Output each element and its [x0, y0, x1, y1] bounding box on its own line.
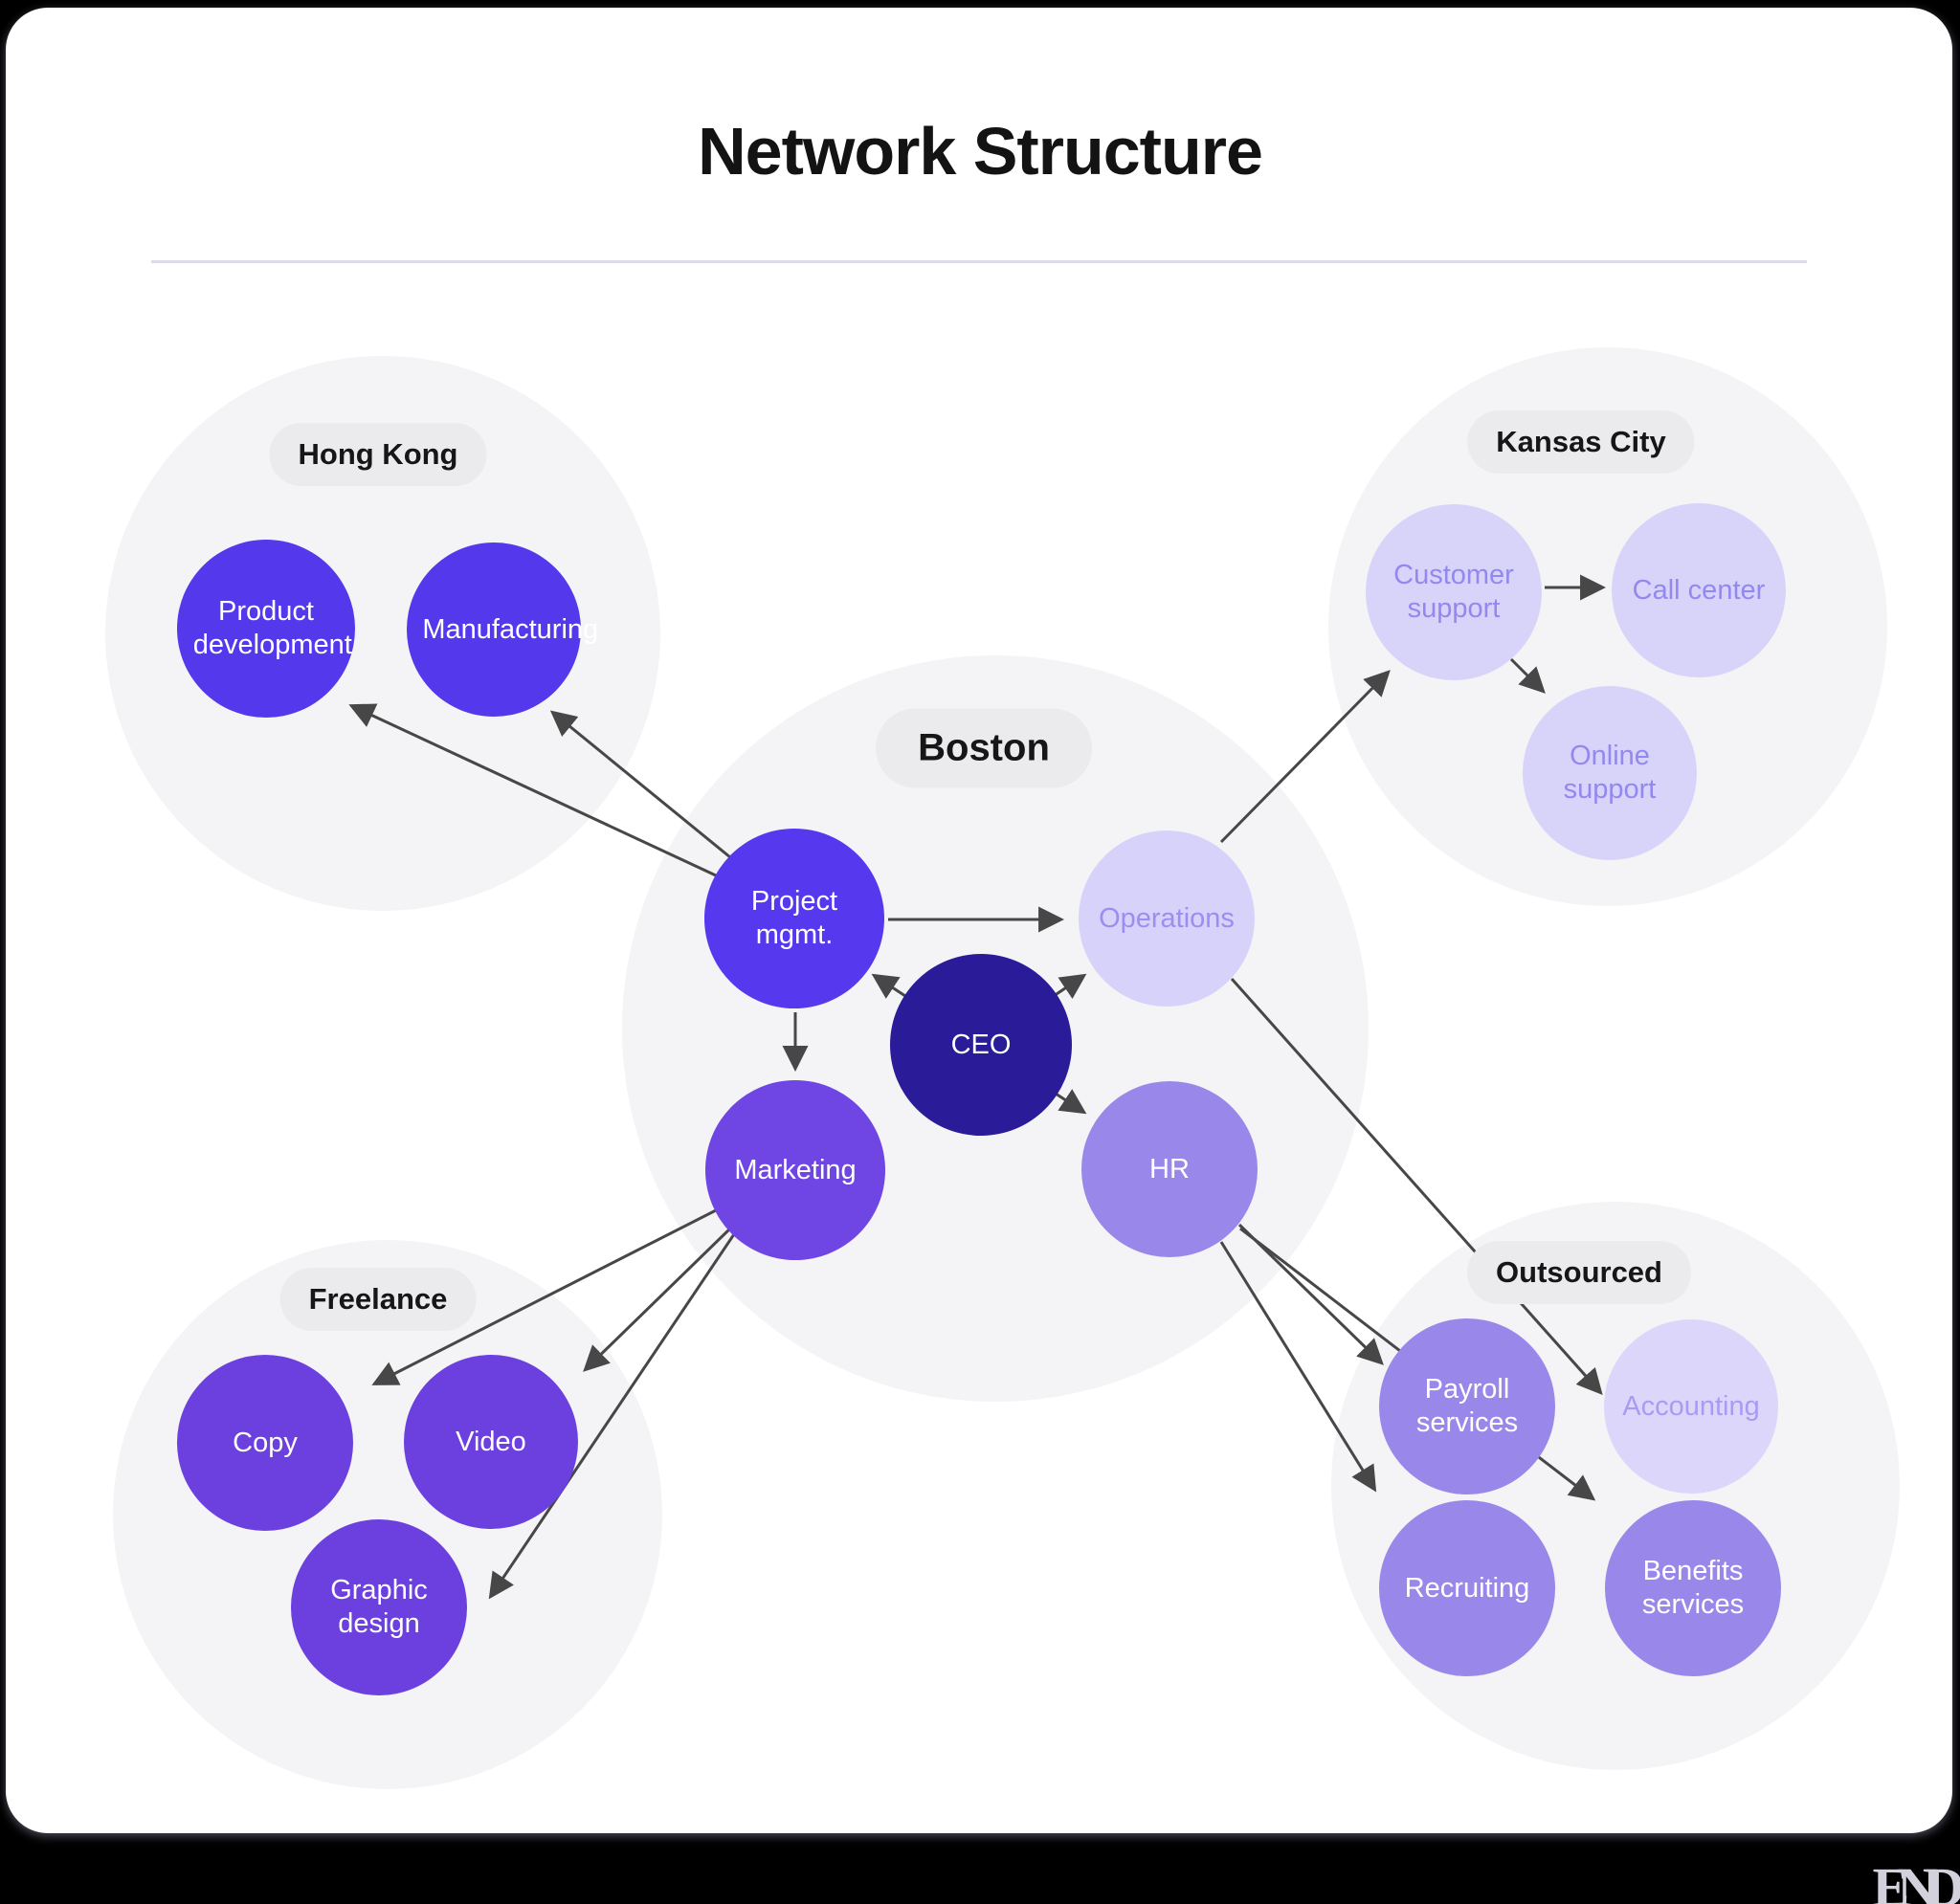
node-label-call-center: Call center [1632, 574, 1766, 606]
node-product-development: Product development [177, 540, 355, 718]
title-divider [151, 260, 1807, 263]
node-hr: HR [1081, 1081, 1258, 1257]
node-label-operations: Operations [1099, 902, 1235, 934]
cluster-label-hong-kong: Hong Kong [269, 423, 487, 486]
node-label-payroll-services: Payroll services [1415, 1374, 1519, 1438]
node-copy: Copy [177, 1355, 353, 1531]
node-recruiting: Recruiting [1379, 1500, 1555, 1676]
node-graphic-design: Graphic design [291, 1519, 467, 1695]
cluster-label-kansas-city: Kansas City [1467, 410, 1695, 474]
node-label-manufacturing: Manufacturing [422, 613, 599, 645]
cluster-label-boston: Boston [876, 708, 1092, 788]
node-label-copy: Copy [233, 1427, 298, 1458]
watermark: END [1872, 1856, 1960, 1904]
node-accounting: Accounting [1604, 1319, 1778, 1494]
node-label-ceo: CEO [950, 1029, 1012, 1060]
node-online-support: Online support [1523, 686, 1697, 860]
node-ceo: CEO [890, 954, 1072, 1136]
node-marketing: Marketing [705, 1080, 885, 1260]
node-label-online-support: Online support [1563, 741, 1657, 805]
node-label-graphic-design: Graphic design [330, 1575, 428, 1639]
node-call-center: Call center [1612, 503, 1786, 677]
node-operations: Operations [1079, 830, 1255, 1007]
node-video: Video [404, 1355, 578, 1529]
node-label-benefits-services: Benefits services [1641, 1556, 1745, 1620]
node-label-customer-support: Customer support [1393, 560, 1514, 624]
node-project-mgmt: Project mgmt. [704, 829, 884, 1008]
cluster-label-freelance: Freelance [279, 1268, 477, 1331]
node-payroll-services: Payroll services [1379, 1318, 1555, 1494]
cluster-label-outsourced: Outsourced [1467, 1241, 1691, 1304]
node-label-hr: HR [1149, 1153, 1190, 1184]
node-label-project-mgmt: Project mgmt. [750, 886, 838, 950]
node-customer-support: Customer support [1366, 504, 1542, 680]
node-manufacturing: Manufacturing [407, 542, 599, 717]
node-label-accounting: Accounting [1622, 1390, 1760, 1422]
node-benefits-services: Benefits services [1605, 1500, 1781, 1676]
page-title: Network Structure [698, 114, 1263, 188]
node-label-recruiting: Recruiting [1404, 1572, 1530, 1604]
node-label-product-development: Product development [192, 596, 352, 660]
node-label-video: Video [456, 1426, 526, 1457]
node-label-marketing: Marketing [734, 1154, 857, 1185]
